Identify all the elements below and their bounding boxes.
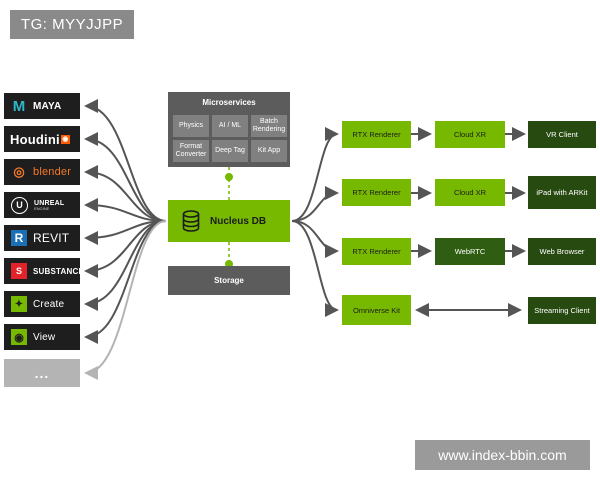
app-label: MAYA	[33, 100, 62, 112]
watermark-bottom: www.index-bbin.com	[415, 440, 590, 470]
app-label: blender	[33, 166, 72, 178]
omniverse-kit-node: Omniverse Kit	[342, 295, 411, 325]
app-arrow	[84, 132, 167, 222]
nucleus-label: Nucleus DB	[210, 215, 267, 227]
blender-logo-icon: ◎	[13, 164, 25, 179]
app-create[interactable]: ✦ Create	[4, 291, 80, 317]
client-node: iPad with ARKit	[528, 176, 596, 209]
create-logo-icon: ✦	[11, 296, 27, 312]
microservice-deep-tag: Deep Tag	[212, 140, 248, 162]
unreal-wordmark: UNREAL ENGINE	[34, 200, 64, 211]
app-maya[interactable]: M MAYA	[4, 93, 80, 119]
microservices-title: Microservices	[202, 98, 256, 107]
watermark-bottom-text: www.index-bbin.com	[438, 447, 567, 463]
microservice-batch-rendering: Batch Rendering	[251, 115, 287, 137]
renderer-arrow	[291, 127, 339, 222]
app-arrow	[84, 220, 167, 380]
app-unreal[interactable]: U UNREAL ENGINE	[4, 192, 80, 218]
app-arrow	[84, 99, 167, 222]
app-label: UNREAL	[34, 199, 65, 207]
app-label: Houdini	[10, 131, 60, 147]
renderer-node: RTX Renderer	[342, 121, 411, 148]
app-view[interactable]: ◉ View	[4, 324, 80, 350]
unreal-logo-icon: U	[11, 196, 28, 214]
app-arrow	[84, 220, 167, 311]
service-node: Cloud XR	[435, 121, 505, 148]
renderer-arrow	[291, 220, 339, 258]
app-substance[interactable]: S SUBSTANCE	[4, 258, 84, 284]
storage-label: Storage	[214, 276, 244, 285]
nucleus-db: Nucleus DB	[168, 200, 290, 242]
client-node: Web Browser	[528, 238, 596, 265]
app-revit[interactable]: R REVIT	[4, 225, 80, 251]
app-houdini[interactable]: Houdini ◉	[4, 126, 80, 152]
watermark-top-text: TG: MYYJJPP	[20, 16, 124, 33]
more-label: ...	[34, 365, 50, 381]
renderer-node: RTX Renderer	[342, 179, 411, 206]
view-logo-icon: ◉	[11, 329, 27, 345]
maya-logo-icon: M	[12, 97, 26, 115]
microservice-physics: Physics	[173, 115, 209, 137]
app-label: View	[33, 331, 56, 343]
revit-logo-icon: R	[11, 230, 27, 246]
microservices-panel: Microservices Physics AI / ML Batch Rend…	[168, 92, 290, 167]
service-node: Cloud XR	[435, 179, 505, 206]
microservice-kit-app: Kit App	[251, 140, 287, 162]
service-node: WebRTC	[435, 238, 505, 265]
app-label: REVIT	[33, 231, 70, 245]
houdini-logo-icon: ◉	[60, 134, 70, 144]
microservice-format-converter: Format Converter	[173, 140, 209, 162]
client-node: VR Client	[528, 121, 596, 148]
app-more[interactable]: ...	[4, 359, 80, 387]
app-label: SUBSTANCE	[33, 266, 84, 276]
app-to-nucleus-arrows	[84, 99, 167, 380]
watermark-top: TG: MYYJJPP	[10, 10, 134, 39]
renderer-arrow	[291, 186, 339, 222]
microservices-link-dot	[225, 173, 233, 181]
substance-logo-icon: S	[11, 263, 27, 279]
client-node: Streaming Client	[528, 297, 596, 324]
pipeline-arrows	[411, 127, 526, 317]
storage-box: Storage	[168, 266, 290, 295]
microservice-ai-ml: AI / ML	[212, 115, 248, 137]
database-icon	[182, 210, 200, 232]
nucleus-to-renderer-arrows	[291, 127, 339, 317]
app-blender[interactable]: ◎ blender	[4, 159, 80, 185]
renderer-arrow	[291, 220, 339, 317]
app-arrow	[84, 165, 167, 222]
renderer-node: RTX Renderer	[342, 238, 411, 265]
app-label: Create	[33, 298, 65, 310]
app-sublabel: ENGINE	[34, 205, 50, 211]
